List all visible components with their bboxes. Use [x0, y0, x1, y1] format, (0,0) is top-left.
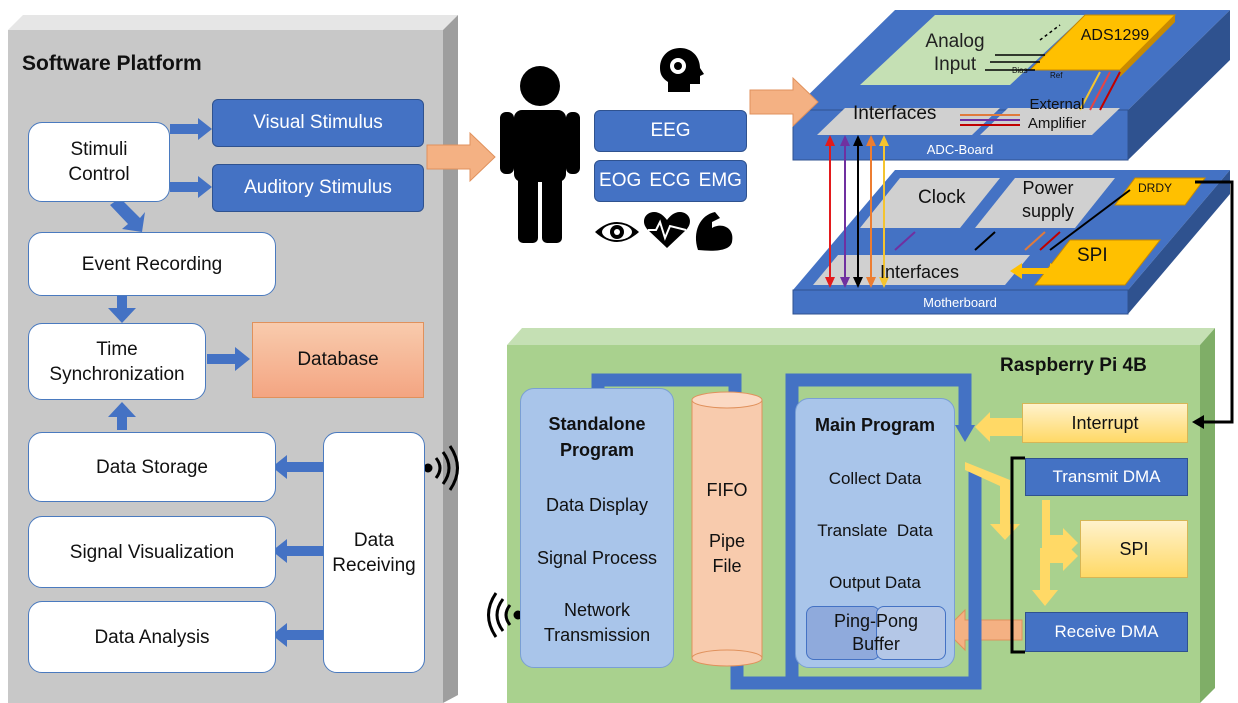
clock-area	[860, 178, 1000, 228]
drdy-interrupt-arrow	[1195, 180, 1234, 424]
raspberry-title: Raspberry Pi 4B	[1000, 355, 1147, 376]
software-panel-side	[443, 15, 458, 703]
heart-icon	[643, 212, 691, 248]
software-platform-title: Software Platform	[22, 52, 202, 75]
person-icon	[500, 66, 580, 243]
motherboard-front	[792, 289, 1129, 315]
motherboard-interfaces-label: Interfaces	[880, 262, 960, 282]
interrupt-box: Interrupt	[1022, 403, 1188, 443]
ads1299-chip-side	[1120, 15, 1175, 77]
eog-label: EOG	[599, 170, 642, 191]
standalone-program-box: Standalone Program Data Display Signal P…	[520, 388, 674, 668]
data-receiving-box: Data Receiving	[323, 432, 425, 673]
analog-input-label: Analog Input	[925, 31, 985, 75]
pipe-file-label: Pipe File	[708, 531, 746, 576]
analog-input-area	[860, 15, 1085, 85]
raspberry-panel-top	[507, 328, 1215, 345]
adc-interfaces-area	[817, 108, 1000, 135]
transmit-to-spi-arrow	[1042, 500, 1078, 558]
software-arrows	[108, 118, 323, 647]
spi-to-receive-arrow	[1032, 541, 1078, 606]
raspberry-panel-side	[1200, 328, 1215, 703]
eeg-box: EEG	[594, 110, 747, 152]
drdy-chip	[1114, 177, 1206, 206]
ecg-label: ECG	[649, 170, 691, 191]
ping-pong-buffer: Ping-Pong Buffer	[806, 606, 946, 660]
main-loop-top	[785, 373, 972, 680]
auditory-stimulus-box: Auditory Stimulus	[212, 164, 424, 212]
standalone-title: Standalone Program	[548, 414, 646, 460]
ads1299-label: ADS1299	[1080, 27, 1150, 44]
stimuli-control-box: Stimuli Control	[28, 122, 170, 202]
software-panel-top	[8, 15, 458, 30]
ref-label: Ref	[1050, 71, 1063, 80]
main-to-dma-arrow	[965, 462, 1020, 540]
interrupt-to-main-arrow	[975, 412, 1022, 442]
adc-interfaces-label: Interfaces	[853, 103, 937, 124]
ping-buffer-half	[806, 606, 880, 660]
dma-bracket	[1010, 456, 1025, 654]
board-connection-arrows	[825, 135, 889, 288]
motherboard-label: Motherboard	[923, 294, 997, 310]
drdy-label: DRDY	[1138, 181, 1173, 195]
motherboard-side	[1128, 170, 1230, 314]
signal-process-label: Signal Process	[536, 547, 658, 568]
adc-board-side	[1128, 10, 1230, 160]
data-storage-box: Data Storage	[28, 432, 276, 502]
stimulus-to-person-arrow	[426, 131, 496, 183]
fifo-pipe	[691, 391, 763, 667]
muscle-icon	[695, 212, 733, 251]
eog-ecg-emg-box: EOG ECG EMG	[594, 160, 747, 202]
pong-buffer-half	[876, 606, 946, 660]
network-transmission-label: Network Transmission	[543, 600, 651, 645]
signals-to-adc-arrow	[749, 76, 819, 128]
time-sync-box: Time Synchronization	[28, 323, 206, 400]
translate-data-label: Translate Data	[817, 521, 933, 540]
receive-dma-box: Receive DMA	[1025, 612, 1188, 652]
ping-pong-label: Ping-Pong Buffer	[833, 611, 919, 654]
event-recording-box: Event Recording	[28, 232, 276, 296]
collect-data-label: Collect Data	[828, 469, 922, 488]
wifi-signal-icon-right	[423, 445, 459, 491]
output-data-label: Output Data	[829, 573, 921, 592]
bias-label: Bias	[1012, 66, 1028, 75]
spi-chip	[1033, 239, 1162, 286]
motherboard-spi-label: SPI	[1077, 245, 1108, 266]
emg-label: EMG	[698, 170, 742, 191]
main-program-title: Main Program	[814, 414, 936, 435]
clock-label: Clock	[918, 187, 966, 208]
rpi-spi-box: SPI	[1080, 520, 1188, 578]
power-supply-area	[975, 178, 1115, 228]
transmit-dma-box: Transmit DMA	[1025, 458, 1188, 496]
power-supply-label: Power supply	[1021, 178, 1075, 221]
database-box: Database	[252, 322, 424, 398]
signal-visualization-box: Signal Visualization	[28, 516, 276, 588]
external-amplifier-label: External Amplifier	[1027, 96, 1087, 132]
data-display-label: Data Display	[545, 494, 649, 515]
data-analysis-box: Data Analysis	[28, 601, 276, 673]
adc-board-label: ADC-Board	[926, 141, 994, 157]
eye-icon	[595, 222, 639, 242]
brain-head-icon	[660, 48, 704, 92]
visual-stimulus-box: Visual Stimulus	[212, 99, 424, 147]
fifo-label: FIFO	[706, 479, 748, 500]
